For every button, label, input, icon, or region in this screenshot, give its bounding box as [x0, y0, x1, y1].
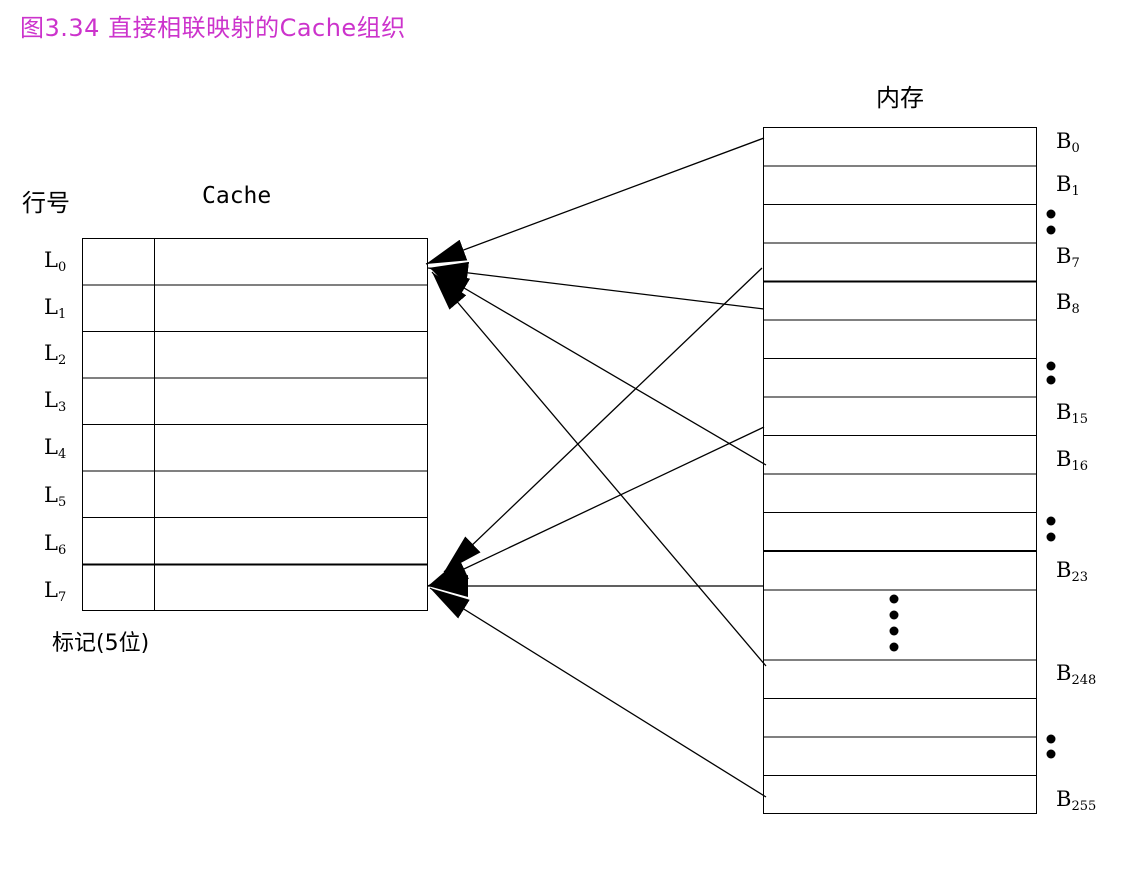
arrow-b248-to-l0	[431, 271, 767, 667]
arrow-b15-to-l7	[427, 426, 765, 587]
ellipsis-dot	[1046, 361, 1056, 371]
ellipsis-dot	[889, 626, 899, 636]
figure-caption: 图3.34 直接相联映射的Cache组织	[20, 14, 406, 42]
tag-field-label: 标记(5位)	[52, 631, 150, 656]
ellipsis-dot	[1046, 225, 1056, 235]
cache-line-label: L6	[44, 531, 67, 558]
cache-line-label: L0	[44, 248, 67, 275]
ellipsis-dot	[1046, 516, 1056, 526]
ellipsis-dot	[1046, 209, 1056, 219]
memory-table-border	[763, 127, 1037, 814]
cache-table	[82, 238, 428, 611]
row-number-header: 行号	[22, 189, 70, 217]
memory-block-label: B255	[1056, 787, 1097, 814]
memory-block-label: B23	[1056, 558, 1088, 585]
ellipsis-dot	[1046, 532, 1056, 542]
arrow-b8-to-l0	[427, 261, 765, 310]
memory-table	[763, 127, 1037, 814]
arrow-b7-to-l7	[443, 267, 763, 573]
ellipsis-dot	[1046, 749, 1056, 759]
cache-line-label: L3	[44, 388, 67, 415]
memory-block-label: B8	[1056, 290, 1080, 317]
arrow-b0-to-l0	[425, 137, 765, 265]
cache-line-label: L5	[44, 483, 67, 510]
memory-block-label: B15	[1056, 400, 1088, 427]
cache-line-label: L7	[44, 578, 67, 605]
ellipsis-dot	[889, 594, 899, 604]
cache-line-label: L4	[44, 435, 67, 462]
ellipsis-dots	[889, 209, 1056, 759]
memory-block-label: B0	[1056, 129, 1080, 156]
cache-line-label: L2	[44, 341, 67, 368]
cache-title: Cache	[202, 183, 272, 209]
arrow-b255-to-l7	[429, 587, 767, 798]
mapping-arrows	[425, 137, 767, 798]
memory-block-label: B1	[1056, 172, 1080, 199]
ellipsis-dot	[889, 642, 899, 652]
ellipsis-dot	[1046, 734, 1056, 744]
memory-block-label: B248	[1056, 661, 1097, 688]
ellipsis-dot	[1046, 375, 1056, 385]
cache-line-label: L1	[44, 295, 67, 322]
memory-block-label: B7	[1056, 244, 1080, 271]
memory-title: 内存	[876, 84, 924, 112]
ellipsis-dot	[889, 610, 899, 620]
memory-block-label: B16	[1056, 447, 1088, 474]
arrow-b16-to-l0	[429, 267, 767, 466]
